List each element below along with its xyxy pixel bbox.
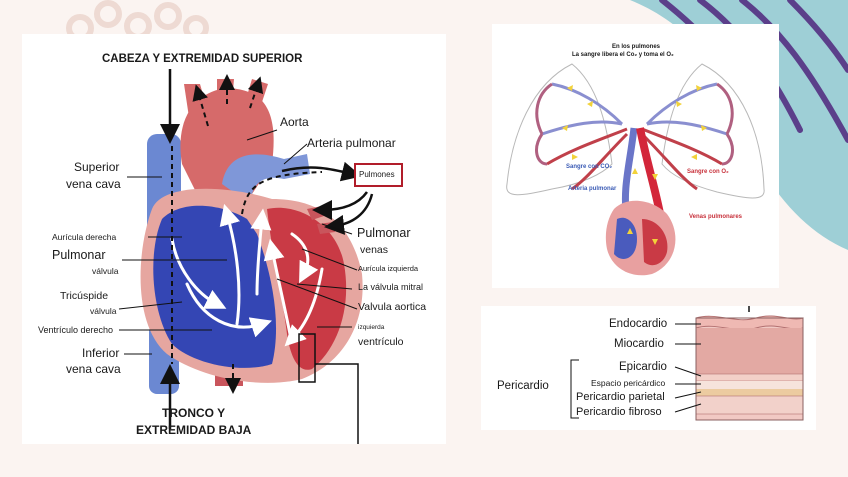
pericardium-bracket [570,359,579,419]
miocardio-label: Miocardio [614,338,664,350]
heart-illustration [118,69,403,444]
pulmonary-valve-label-line2: válvula [92,266,119,276]
aortic-valve-label: Valvula aortica [358,301,427,313]
blood-o2-label: Sangre con O₂ [687,169,729,175]
lung-circulation-illustration [506,63,765,276]
lungs-title-line1: En los pulmones [612,44,661,50]
lungs-box [354,163,403,187]
left-ventricle-label-line2: ventrículo [358,336,404,348]
circulation-arrows [160,69,374,429]
pericardium-layers-illustration [570,306,804,421]
right-atrium-label: Aurícula derecha [52,232,117,242]
mini-heart-right-side [614,217,637,259]
tissue-layers [695,315,804,421]
lungs-title-line2: La sangre libera el Co₂ y toma el O₂ [572,52,674,58]
blood-flow-arrows [170,203,324,347]
lung-flow-arrows [562,85,707,245]
lung-circulation-panel: En los pulmones La sangre libera el Co₂ … [492,24,779,288]
left-ventricle-label-line1: izquierda [358,324,385,331]
pulmonary-valve-label-line1: Pulmonar [52,248,106,262]
pulmonary-veins-lung-label: Venas pulmonares [689,214,743,220]
aorta-label: Aorta [280,115,309,129]
trunk-label-line2: EXTREMIDAD BAJA [136,423,252,437]
head-limb-label: CABEZA Y EXTREMIDAD SUPERIOR [102,53,303,65]
pericardio-fibroso-label: Pericardio fibroso [576,406,662,418]
tricuspid-valve-label-line1: Tricúspide [60,290,109,302]
endocardio-label: Endocardio [609,318,668,330]
pulmonary-veins-label-line1: Pulmonar [357,226,411,240]
right-lung-vessels [640,82,734,191]
pericardium-layers-panel: Endocardio Miocardio Pericardio Epicardi… [481,306,816,430]
trunk-label-line1: TRONCO Y [162,406,226,420]
zoom-box [298,333,316,383]
pulmonary-veins-label-line2: venas [360,244,389,256]
heart-diagram-panel: CABEZA Y EXTREMIDAD SUPERIOR Aorta Arter… [22,34,446,444]
teal-wave-decoration [630,0,848,250]
dashed-flow-arrows [171,74,323,394]
epicardio-label: Epicardio [619,361,667,373]
ivc-label-line2: vena cava [66,362,121,376]
left-lung-outline [506,63,613,196]
pulmonary-artery-label: Arteria pulmonar [307,136,396,150]
pericardio-label: Pericardio [497,380,549,392]
pulmonary-artery-shape [222,154,310,204]
mitral-valve-label: La válvula mitral [358,282,424,292]
svc-label-line2: vena cava [66,177,121,191]
ivc-label-line1: Inferior [82,346,120,360]
lungs-box-label: Pulmones [359,170,395,179]
pericardio-parietal-label: Pericardio parietal [576,391,665,403]
pericardium-leader-lines [674,323,702,413]
label-leader-lines [118,129,358,355]
blood-co2-label: Sangre con CO₂ [566,164,613,170]
left-atrium-label: Aurícula izquierda [358,264,419,273]
pulmonary-artery-lung-label: Arteria pulmonar [568,186,617,192]
svc-label-line1: Superior [74,160,120,174]
right-ventricle-label: Ventrículo derecho [38,325,114,335]
espacio-pericardico-label: Espacio pericárdico [591,378,666,388]
tricuspid-valve-label-line2: válvula [90,306,117,316]
left-lung-vessels [535,82,629,191]
